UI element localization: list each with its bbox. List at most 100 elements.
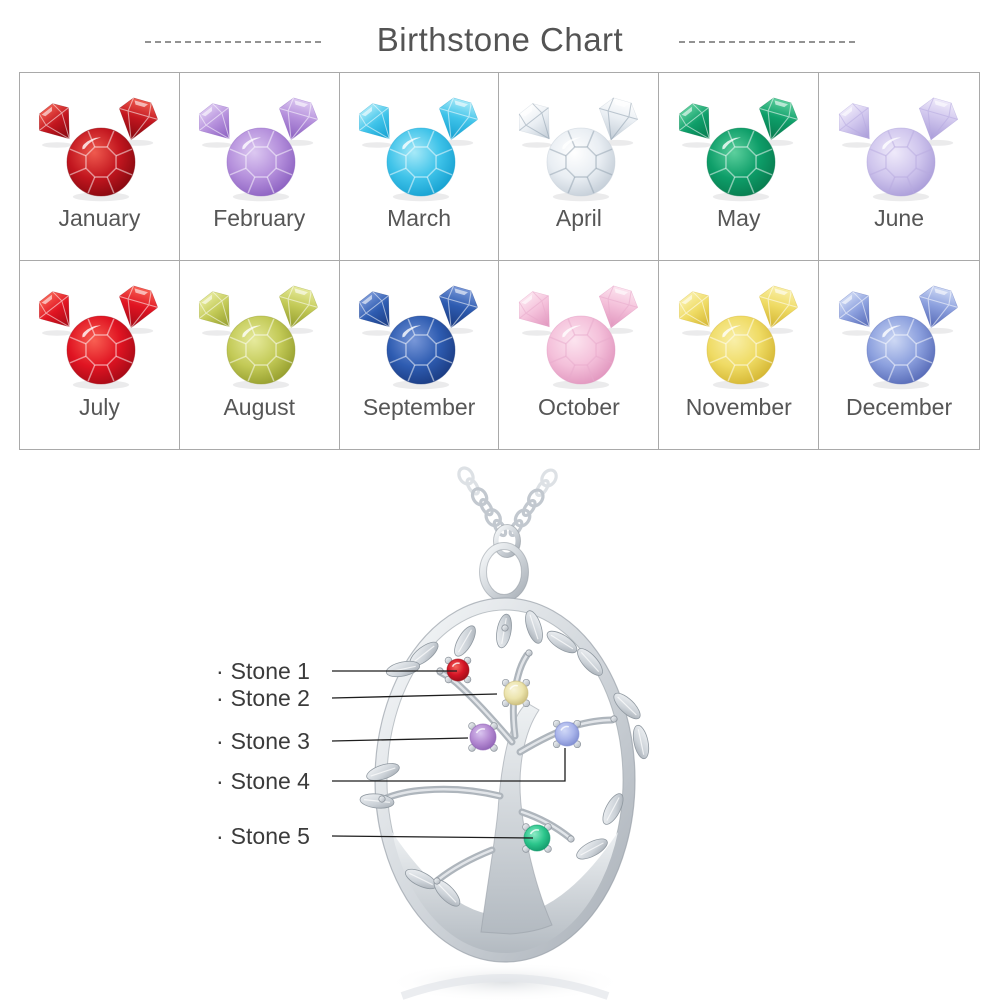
gem-round	[866, 127, 936, 202]
month-label: March	[387, 205, 452, 231]
gem-round	[66, 315, 136, 390]
gemstones-photo	[678, 97, 798, 202]
dashed-line-left	[144, 41, 321, 43]
gemstones-photo	[518, 97, 638, 202]
pendant-stone-5	[522, 823, 552, 853]
month-cell-november: November	[659, 261, 820, 449]
necklace-pendant-image	[331, 466, 650, 1000]
gemstones-photo	[838, 97, 959, 202]
gem-tilted	[838, 291, 873, 336]
tree-trunk	[480, 702, 553, 935]
gem-round	[66, 127, 136, 202]
gemstones-photo	[358, 97, 479, 202]
gem-tilted	[279, 285, 319, 334]
gem-round	[866, 315, 936, 390]
gem-round	[386, 315, 456, 390]
pendant-stone-1	[444, 656, 472, 684]
pendant-stone-3	[468, 722, 498, 752]
gem-round	[546, 315, 616, 390]
leader-line-stone-4	[332, 748, 566, 782]
gem-tilted	[678, 291, 712, 336]
month-label: September	[362, 394, 476, 420]
stone-label-2: ·Stone 2	[216, 683, 310, 713]
bullet: ·	[216, 767, 224, 794]
gem-tilted	[358, 291, 393, 336]
bullet: ·	[216, 727, 224, 754]
month-label: December	[846, 394, 953, 420]
page-title: Birthstone Chart	[376, 21, 624, 58]
header: Birthstone Chart	[0, 12, 1000, 68]
leader-line-stone-2	[331, 693, 498, 699]
month-label: June	[874, 205, 924, 231]
stone-label-text: Stone 1	[230, 657, 310, 684]
stone-label-text: Stone 3	[230, 727, 310, 754]
gem-round	[226, 127, 296, 202]
gemstones-photo	[358, 285, 479, 390]
gemstones-photo	[518, 285, 638, 390]
gemstones-photo	[39, 97, 159, 202]
month-label: May	[717, 205, 761, 231]
month-cell-may: May	[659, 73, 820, 261]
gem-tilted	[39, 103, 73, 148]
pendant-stone-4	[552, 719, 582, 749]
leader-line-stone-5	[331, 835, 534, 839]
month-label: August	[223, 394, 296, 420]
month-label: January	[58, 205, 141, 231]
gem-round	[386, 127, 456, 202]
stone-label-3: ·Stone 3	[216, 726, 310, 756]
month-cell-february: February	[179, 73, 340, 261]
stone-label-text: Stone 4	[230, 767, 310, 794]
necklace-chain	[457, 466, 558, 538]
gemstones-photo	[39, 285, 159, 390]
month-cell-september: September	[340, 261, 500, 449]
month-cell-april: April	[499, 73, 660, 261]
gem-tilted	[439, 285, 479, 334]
month-label: February	[213, 205, 306, 231]
pendant-stone-2	[501, 678, 531, 708]
stone-label-1: ·Stone 1	[216, 656, 310, 686]
gem-round	[706, 127, 776, 202]
leader-line-stone-3	[331, 737, 469, 742]
month-cell-june: June	[819, 73, 979, 261]
gem-tilted	[119, 97, 159, 146]
bullet: ·	[216, 657, 224, 684]
gem-tilted	[758, 97, 798, 146]
gem-tilted	[199, 103, 233, 148]
gem-tilted	[518, 291, 552, 336]
stone-label-text: Stone 2	[230, 684, 310, 711]
gem-tilted	[678, 103, 712, 148]
stone-label-4: ·Stone 4	[216, 766, 310, 796]
dashed-line-right	[679, 41, 856, 43]
month-cell-august: August	[180, 261, 340, 449]
gem-tilted	[358, 103, 393, 148]
branch-beads	[378, 624, 618, 885]
tree-leaves	[359, 610, 650, 907]
tree-of-life	[359, 610, 650, 935]
month-label: April	[555, 205, 602, 231]
gemstones-photo	[838, 285, 959, 390]
month-cell-october: October	[499, 261, 660, 449]
gem-tilted	[518, 103, 552, 148]
month-label: July	[78, 394, 120, 420]
gemstones-photo	[199, 285, 319, 390]
gem-tilted	[39, 291, 73, 336]
pendant-stones	[444, 656, 582, 853]
gem-round	[546, 127, 616, 202]
gem-round	[226, 315, 296, 390]
month-cell-january: January	[20, 73, 180, 261]
bullet: ·	[216, 684, 224, 711]
bullet: ·	[216, 822, 224, 849]
stone-label-text: Stone 5	[230, 822, 310, 849]
gem-tilted	[838, 103, 873, 148]
month-label: October	[537, 394, 620, 420]
gemstones-photo	[678, 285, 798, 390]
gem-round	[706, 315, 776, 390]
gem-tilted	[758, 285, 798, 334]
month-cell-december: December	[819, 261, 979, 449]
stone-label-5: ·Stone 5	[216, 821, 310, 851]
month-cell-march: March	[339, 73, 500, 261]
leader-lines	[331, 670, 566, 839]
gemstones-photo	[199, 97, 319, 202]
pendant-reflection-arc	[400, 974, 610, 1000]
